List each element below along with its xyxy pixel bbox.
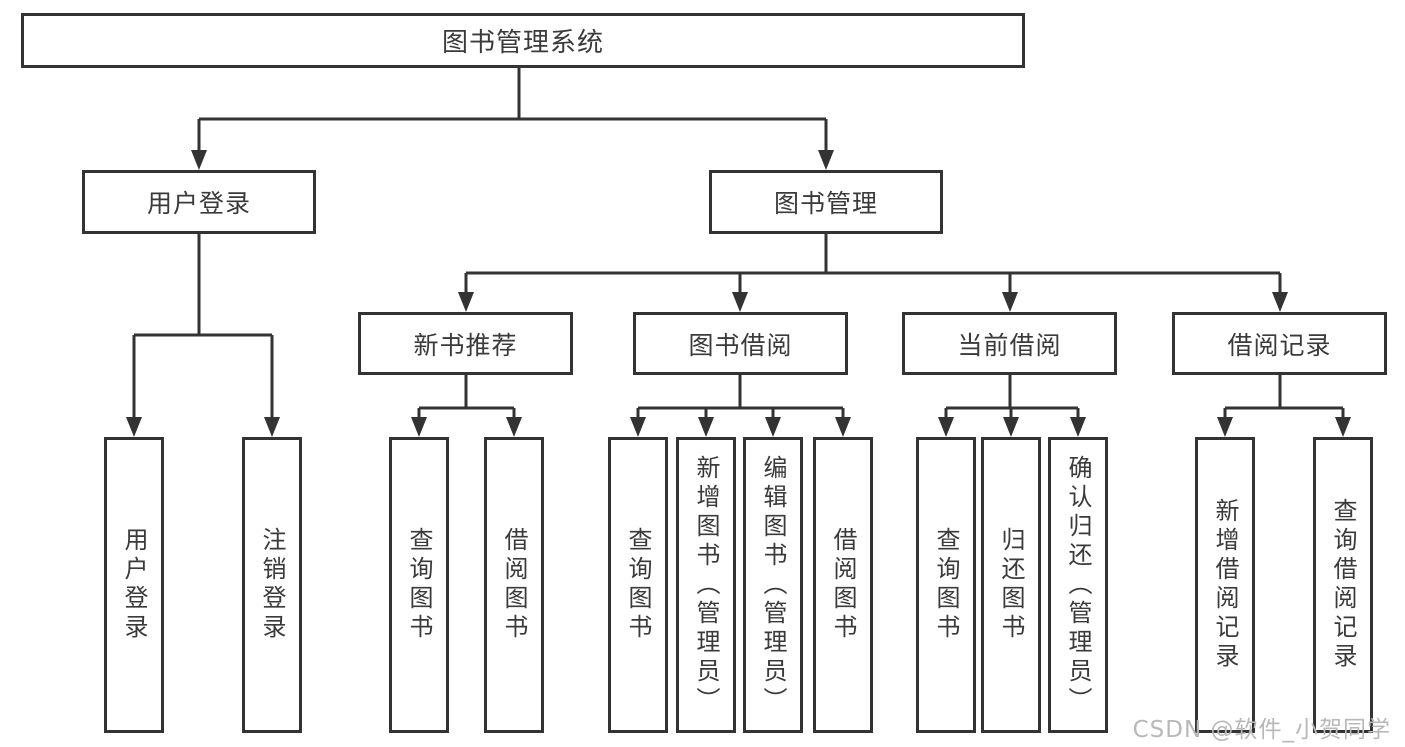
leaf-current-query-books: 查询图书 <box>916 437 976 733</box>
node-book-management-system: 图书管理系统 <box>21 13 1025 68</box>
arrowheads <box>126 150 1351 437</box>
leaf-borrow-edit-books-admin: 编辑图书（管理员） <box>743 437 803 733</box>
leaf-current-return-books: 归还图书 <box>981 437 1041 733</box>
leaf-records-query-record: 查询借阅记录 <box>1313 437 1373 733</box>
leaf-records-add-record: 新增借阅记录 <box>1195 437 1255 733</box>
node-book-management: 图书管理 <box>709 170 943 234</box>
leaf-logout: 注销登录 <box>242 437 302 733</box>
leaf-borrow-query-books: 查询图书 <box>608 437 668 733</box>
csdn-watermark: CSDN @软件_小贺同学 <box>1132 717 1391 743</box>
leaf-borrow-borrow-books: 借阅图书 <box>813 437 873 733</box>
leaf-current-confirm-return-admin: 确认归还（管理员） <box>1048 437 1108 733</box>
leaf-user-login: 用户登录 <box>104 437 164 733</box>
leaf-recommend-query-books: 查询图书 <box>389 437 449 733</box>
node-borrowing-records: 借阅记录 <box>1172 312 1387 375</box>
leaf-recommend-borrow-books: 借阅图书 <box>484 437 544 733</box>
node-book-borrowing: 图书借阅 <box>633 312 848 375</box>
node-new-book-recommendation: 新书推荐 <box>358 312 573 375</box>
node-current-borrowing: 当前借阅 <box>902 312 1117 375</box>
leaf-borrow-add-books-admin: 新增图书（管理员） <box>676 437 736 733</box>
node-user-login: 用户登录 <box>82 170 316 234</box>
